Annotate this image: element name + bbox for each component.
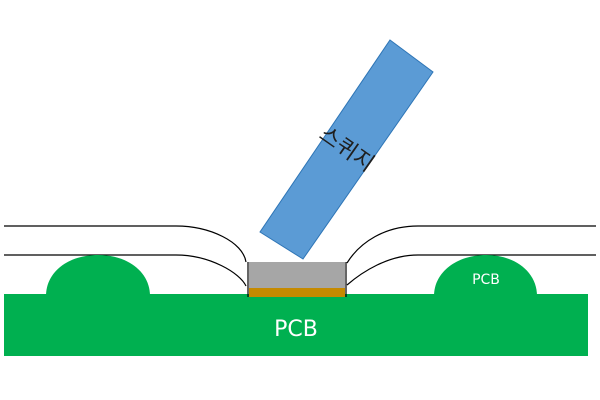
pcb-bump-right <box>434 255 537 296</box>
pcb-main-label: PCB <box>274 317 318 342</box>
solder-paste <box>249 262 345 288</box>
pcb-board <box>4 294 588 356</box>
solder-pad <box>249 288 345 297</box>
pcb-bump-left <box>46 255 150 296</box>
stencil-line-upper-left <box>4 225 247 263</box>
pcb-right-bump-label: PCB <box>472 272 500 288</box>
stencil-line-upper-right <box>346 225 596 264</box>
stencil-line-lower-right <box>346 254 596 286</box>
stencil-line-lower-left <box>4 254 247 287</box>
squeegee-blade <box>259 39 434 260</box>
